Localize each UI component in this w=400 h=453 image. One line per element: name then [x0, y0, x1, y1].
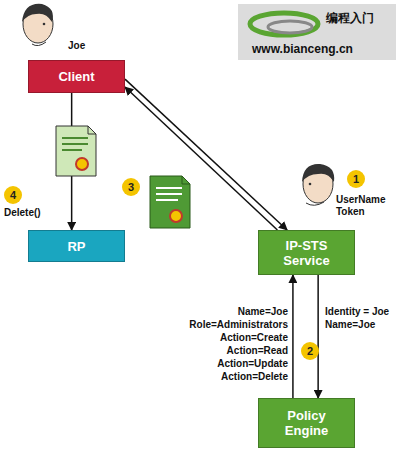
client-box: Client	[28, 60, 125, 93]
watermark-logo	[250, 13, 318, 35]
watermark-logo	[268, 21, 312, 33]
connector-arrow	[125, 87, 277, 230]
connector-arrow	[125, 79, 287, 230]
rp-box: RP	[28, 230, 125, 262]
connector-arrow	[317, 275, 319, 398]
box-label: RP	[67, 239, 85, 254]
claim-text: Identity = Joe	[325, 306, 389, 318]
claim-text: Action=Create	[220, 332, 288, 344]
sts-box: IP-STS Service	[258, 230, 355, 275]
box-label: Client	[58, 69, 94, 84]
method-call: Delete()	[4, 207, 41, 219]
claim-text: Name=Joe	[238, 306, 288, 318]
person-user	[302, 164, 334, 205]
watermark-text: www.bianceng.cn	[252, 42, 353, 56]
watermark-panel	[238, 4, 396, 60]
person-name: Joe	[68, 40, 85, 52]
box-label: Policy Engine	[271, 408, 343, 438]
claim-text: Name=Joe	[325, 319, 375, 331]
callout-number: 4	[4, 186, 22, 204]
claim-text: Action=Update	[217, 358, 288, 370]
box-label: IP-STS Service	[271, 238, 343, 268]
connector-arrow	[292, 275, 294, 398]
token-document	[150, 176, 190, 228]
policy-box: Policy Engine	[258, 398, 355, 448]
watermark-text: 编程入门	[326, 11, 374, 25]
person-joe	[22, 4, 53, 46]
claim-text: Action=Delete	[221, 371, 288, 383]
token-label: UserName Token	[336, 194, 390, 218]
callout-number: 1	[347, 170, 365, 188]
callout-number: 3	[122, 178, 140, 196]
token-document	[56, 126, 96, 176]
claim-text: Role=Administrators	[189, 319, 288, 331]
callout-number: 2	[301, 342, 319, 360]
claim-text: Action=Read	[227, 345, 288, 357]
